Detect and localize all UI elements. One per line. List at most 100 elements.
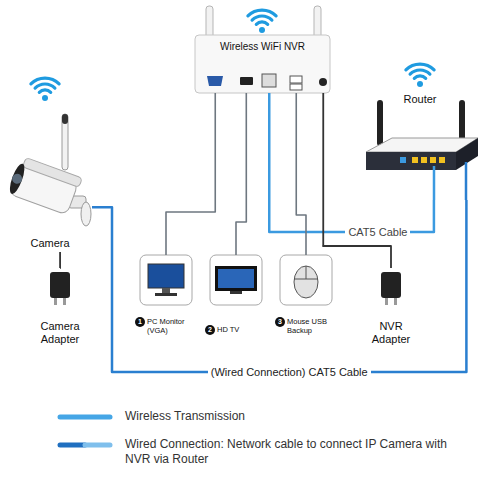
nvr-illustration	[262, 74, 276, 87]
router-illustration	[430, 157, 436, 163]
router-illustration	[421, 157, 427, 163]
mouse-icon	[294, 266, 318, 298]
text-row: Wireless WiFi NVR	[195, 41, 330, 53]
camera-adapter-icon	[54, 298, 57, 305]
router-node: Router	[362, 92, 478, 200]
router-illustration	[400, 157, 406, 163]
nvr-illustration	[240, 77, 253, 85]
monitor-icon	[148, 264, 184, 288]
tv-icon	[210, 255, 262, 305]
text-row: 2HD TV	[205, 325, 267, 335]
device-node: 3Mouse USB Backup	[275, 255, 337, 337]
router-illustration	[412, 157, 418, 163]
monitor-icon	[162, 288, 170, 293]
router-illustration	[366, 152, 456, 170]
tv-icon	[215, 266, 257, 291]
camera-illustration	[7, 114, 91, 226]
monitor-icon	[140, 255, 192, 305]
nvr-illustration	[290, 84, 302, 90]
camera-node: Camera	[8, 140, 92, 252]
legend-entry: Wireless Transmission	[125, 409, 425, 424]
camera-adapter-icon	[50, 272, 70, 305]
node-label: Camera	[8, 237, 92, 250]
wifi-symbol	[248, 10, 276, 33]
legend-sample-wired	[60, 445, 110, 446]
cable-connector	[296, 93, 306, 255]
node-label: NVR Adapter	[361, 320, 421, 346]
camera-illustration	[7, 162, 27, 195]
tv-icon	[218, 269, 254, 288]
callout-number: 3	[275, 317, 285, 327]
legend-text: Wireless Transmission	[125, 409, 245, 424]
device-node: 1PC Monitor (VGA)	[135, 255, 197, 337]
nvr-node: Wireless WiFi NVR	[195, 35, 330, 93]
cable-connector	[269, 93, 434, 232]
cable-connector	[92, 200, 466, 372]
mouse-icon	[280, 255, 332, 305]
router-illustration	[459, 100, 465, 142]
nvr-adapter-icon	[381, 272, 401, 298]
cable-label: (Wired Connection) CAT5 Cable	[208, 365, 371, 379]
text-row: NVR Adapter	[360, 320, 422, 346]
nvr-illustration	[207, 76, 223, 86]
text-row: Camera	[8, 237, 92, 250]
camera-illustration	[62, 114, 68, 170]
router-illustration	[465, 162, 468, 200]
node-label: Wireless WiFi NVR	[195, 41, 330, 53]
legend-entry: Wired Connection: Network cable to conne…	[125, 437, 470, 467]
nvr-illustration	[195, 6, 330, 93]
cable-connector	[236, 93, 246, 255]
tv-icon	[230, 291, 242, 294]
cable-connector	[323, 93, 391, 268]
device-node: 2HD TV	[205, 255, 267, 337]
text-row: 1PC Monitor (VGA)	[135, 317, 197, 335]
nvr-illustration	[195, 35, 330, 93]
monitor-icon	[155, 293, 177, 296]
camera-illustration	[23, 158, 83, 188]
callout-number: 1	[135, 317, 145, 327]
legend-sample-wired	[60, 443, 85, 448]
camera-adapter-icon	[50, 272, 70, 298]
node-label: Router	[362, 93, 478, 106]
cable-connector	[166, 93, 215, 255]
legend-sample-wired	[85, 443, 110, 448]
nvr-adapter-icon	[385, 298, 388, 305]
node-label: HD TV	[217, 325, 239, 334]
nvr-adapter-icon	[381, 272, 401, 305]
wifi-symbol	[31, 78, 59, 101]
text-row: Camera Adapter	[25, 320, 95, 346]
cable-label: CAT5 Cable	[345, 225, 410, 239]
node-label: Camera Adapter	[30, 320, 90, 346]
camera-adapter-icon	[63, 298, 66, 305]
node-label: PC Monitor (VGA)	[147, 317, 197, 335]
router-illustration	[366, 100, 478, 200]
camera-illustration	[11, 172, 24, 185]
text-row: 3Mouse USB Backup	[275, 317, 337, 335]
nvr-illustration	[319, 78, 327, 86]
router-illustration	[439, 157, 445, 163]
adapter-node: NVR Adapter	[360, 268, 422, 348]
monitor-icon	[140, 255, 192, 305]
router-illustration	[377, 100, 383, 146]
tv-icon	[210, 255, 262, 305]
legend-text: Wired Connection: Network cable to conne…	[125, 437, 470, 467]
camera-illustration	[62, 114, 68, 124]
nvr-adapter-icon	[394, 298, 397, 305]
mouse-icon	[306, 266, 307, 279]
nvr-illustration	[290, 76, 302, 83]
node-label: Mouse USB Backup	[287, 317, 337, 335]
text-row: Router	[362, 93, 478, 106]
mouse-icon	[294, 279, 318, 280]
legend-sample-wireless	[60, 417, 110, 418]
legend-sample-wireless	[60, 415, 110, 420]
router-illustration	[433, 166, 436, 200]
adapter-node: Camera Adapter	[25, 268, 95, 348]
camera-illustration	[81, 202, 91, 226]
callout-number: 2	[205, 325, 215, 335]
cable-connector	[59, 252, 61, 268]
mouse-icon	[280, 255, 332, 305]
camera-illustration	[7, 155, 83, 215]
